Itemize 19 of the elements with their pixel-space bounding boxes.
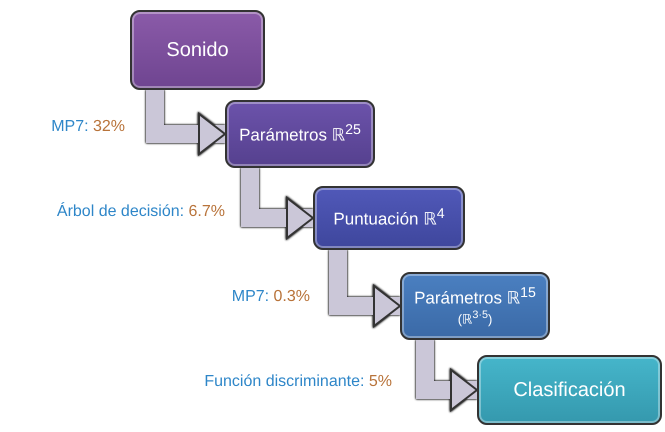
- process-box: [225, 100, 375, 168]
- elbow-arrow: [416, 340, 478, 411]
- process-box: [477, 355, 662, 425]
- box-title: Parámetros ℝ$^{25}$: [239, 122, 361, 146]
- elbow-arrow: [329, 250, 401, 327]
- process-box: [130, 10, 265, 90]
- box-title: Parámetros ℝ$^{15}$: [414, 285, 536, 309]
- edge-label: Función discriminante: 5%: [204, 373, 392, 391]
- edge-label: Árbol de decisión: 6.7%: [56, 203, 225, 221]
- edge-label: MP7: 0.3%: [232, 288, 310, 306]
- edge-label: MP7: 32%: [51, 118, 125, 136]
- box-title: Sonido: [166, 38, 229, 62]
- process-box: [313, 186, 465, 250]
- box-title: Puntuación ℝ$^{4}$: [333, 206, 445, 230]
- process-box: [400, 272, 550, 340]
- elbow-arrow: [146, 90, 226, 155]
- elbow-arrow: [241, 168, 314, 239]
- box-subtitle: (ℝ$^{3·5}$): [458, 308, 492, 327]
- box-title: Clasificación: [513, 378, 626, 402]
